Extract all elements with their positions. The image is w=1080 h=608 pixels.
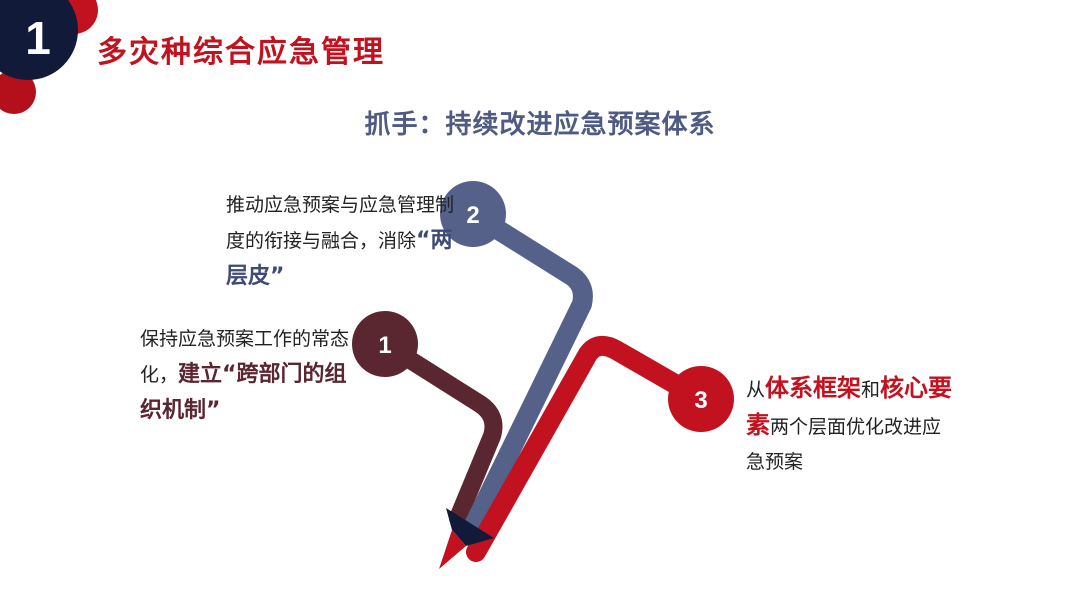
node-3-circle	[668, 366, 734, 432]
block-3-highlight-1: 体系框架	[765, 374, 862, 402]
block-3-highlight-2: 核心要素	[746, 374, 953, 439]
block-3-word-3: 两个层面优化改进应急预案	[746, 416, 942, 473]
section-number: 1	[25, 12, 51, 64]
pencil-tip	[446, 508, 494, 546]
slide-subtitle: 抓手：持续改进应急预案体系	[364, 110, 716, 140]
node-2-label: 2	[466, 202, 479, 229]
block-3-word-2: 和	[861, 379, 881, 401]
block-3-word-1: 从	[746, 379, 766, 401]
node-1-circle	[352, 311, 418, 377]
block-1-highlight: 建立“跨部门的组织机制”	[140, 362, 347, 423]
block-3-text: 从体系框架和核心要素两个层面优化改进应急预案	[746, 371, 956, 480]
node-1-label: 1	[378, 332, 391, 359]
section-title: 多灾种综合应急管理	[97, 35, 385, 70]
node-3-label: 3	[694, 387, 707, 414]
block-2-text: 推动应急预案与应急管理制度的衔接与融合，消除“两层皮”	[226, 188, 456, 295]
node-2-circle	[440, 181, 506, 247]
path-3	[466, 335, 711, 562]
block-1-text: 保持应急预案工作的常态化，建立“跨部门的组织机制”	[140, 322, 365, 429]
block-2-highlight: “两层皮”	[226, 228, 453, 289]
pencil-point	[439, 530, 466, 569]
block-2-body: 推动应急预案与应急管理制度的衔接与融合，消除	[226, 194, 455, 252]
block-1-body: 保持应急预案工作的常态化，	[140, 328, 350, 386]
corner-decoration	[0, 0, 98, 114]
path-2	[463, 204, 593, 535]
path-1	[376, 335, 503, 527]
